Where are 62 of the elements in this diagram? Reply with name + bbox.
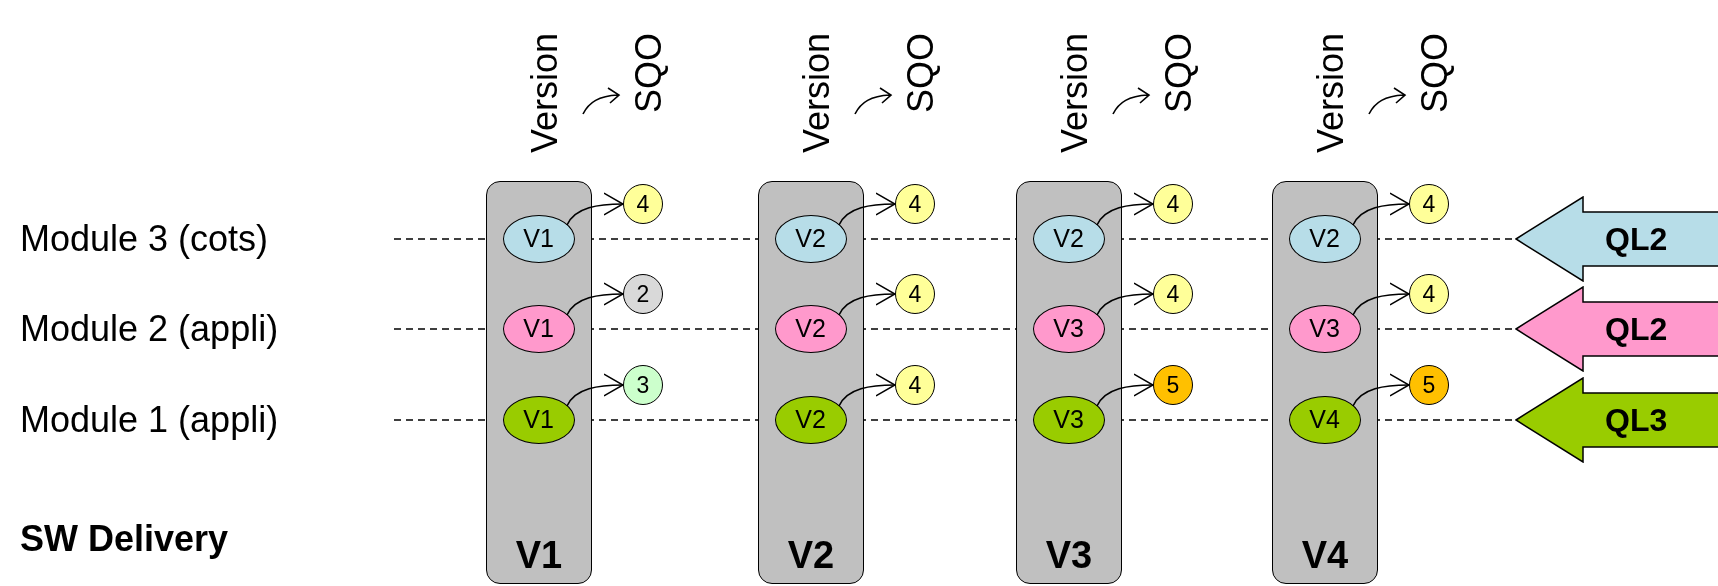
version-ellipse: V3 bbox=[1032, 395, 1105, 444]
version-ellipse: V1 bbox=[502, 395, 575, 444]
curved-arrow bbox=[1096, 373, 1154, 407]
sqo-circle: 4 bbox=[895, 274, 935, 314]
banner-shape bbox=[1515, 377, 1718, 463]
curved-arrow bbox=[1352, 192, 1410, 226]
label-text: SW Delivery bbox=[20, 519, 229, 559]
sqo-circle: 4 bbox=[1409, 184, 1449, 224]
curved-arrow bbox=[838, 282, 896, 316]
curved-arrow bbox=[838, 192, 896, 226]
version-ellipse: V3 bbox=[1288, 304, 1361, 353]
rotated-label: Version bbox=[797, 32, 837, 154]
curved-arrow bbox=[566, 373, 624, 407]
curved-arrow bbox=[1352, 373, 1410, 407]
sqo-circle: 5 bbox=[1153, 365, 1193, 405]
sqo-circle: 3 bbox=[623, 365, 663, 405]
rotated-label: Version bbox=[1055, 32, 1095, 154]
version-ellipse: V2 bbox=[774, 304, 847, 353]
rotated-label: Version bbox=[525, 32, 565, 154]
delivery-column bbox=[758, 181, 864, 584]
label-text: Module 3 (cots) bbox=[20, 219, 269, 259]
banner-text: QL3 bbox=[1605, 401, 1668, 439]
sqo-circle: 4 bbox=[895, 184, 935, 224]
sqo-circle: 4 bbox=[1153, 274, 1193, 314]
rotated-label: SQO bbox=[629, 33, 669, 113]
rotated-label: Version bbox=[1311, 32, 1351, 154]
curved-arrow bbox=[1096, 192, 1154, 226]
version-ellipse: V2 bbox=[1288, 214, 1361, 263]
label-text: Module 1 (appli) bbox=[20, 400, 279, 440]
column-title: V2 bbox=[786, 534, 836, 577]
label-text: Module 2 (appli) bbox=[20, 309, 279, 349]
banner-text: QL2 bbox=[1605, 310, 1668, 348]
curved-arrow bbox=[1096, 282, 1154, 316]
sqo-circle: 2 bbox=[623, 274, 663, 314]
column-title: V3 bbox=[1044, 534, 1094, 577]
delivery-column bbox=[1016, 181, 1122, 584]
banner-shape bbox=[1515, 196, 1718, 282]
curved-arrow bbox=[838, 373, 896, 407]
column-title: V4 bbox=[1300, 534, 1350, 577]
version-ellipse: V4 bbox=[1288, 395, 1361, 444]
delivery-column bbox=[486, 181, 592, 584]
sqo-circle: 4 bbox=[895, 365, 935, 405]
delivery-column bbox=[1272, 181, 1378, 584]
version-ellipse: V2 bbox=[774, 214, 847, 263]
version-ellipse: V2 bbox=[774, 395, 847, 444]
curved-arrow bbox=[566, 282, 624, 316]
curved-arrow bbox=[566, 192, 624, 226]
rotated-label: SQO bbox=[901, 33, 941, 113]
banner-text: QL2 bbox=[1605, 220, 1668, 258]
rotated-label: SQO bbox=[1159, 33, 1199, 113]
curved-arrow bbox=[1352, 282, 1410, 316]
sqo-circle: 5 bbox=[1409, 365, 1449, 405]
version-ellipse: V2 bbox=[1032, 214, 1105, 263]
sqo-circle: 4 bbox=[1153, 184, 1193, 224]
version-ellipse: V1 bbox=[502, 304, 575, 353]
banner-shape bbox=[1515, 286, 1718, 372]
version-ellipse: V1 bbox=[502, 214, 575, 263]
sqo-circle: 4 bbox=[623, 184, 663, 224]
version-ellipse: V3 bbox=[1032, 304, 1105, 353]
column-title: V1 bbox=[514, 534, 564, 577]
rotated-label: SQO bbox=[1415, 33, 1455, 113]
sqo-circle: 4 bbox=[1409, 274, 1449, 314]
